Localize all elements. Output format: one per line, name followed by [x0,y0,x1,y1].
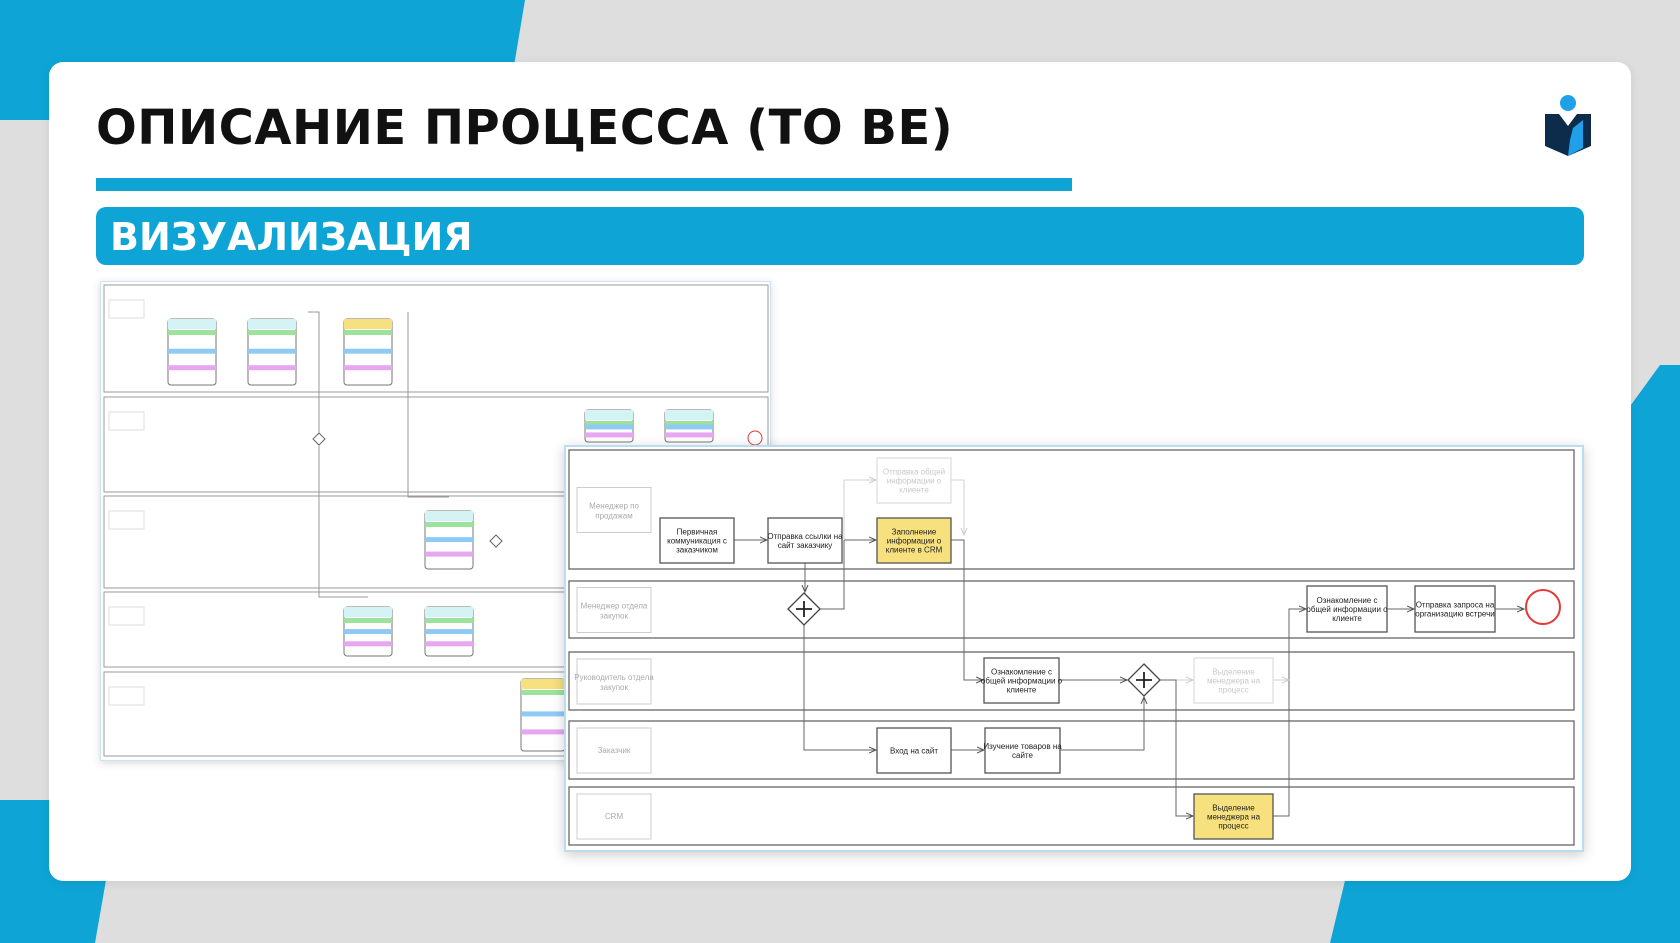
task-label: информации о [887,477,942,486]
task-label: общей информации о [1306,605,1388,614]
company-logo-icon [1545,95,1591,156]
task-label: Отправка ссылки на [767,532,843,541]
task-label: менеджера на [1207,677,1261,686]
title-underline [96,178,1072,191]
lane-label-box [108,606,145,626]
sequence-flow [407,312,449,498]
task-label: сайт заказчику [778,541,833,550]
lane-label-box [576,487,652,533]
page-title: ОПИСАНИЕ ПРОЦЕССА (TO BE) [96,100,954,156]
task-label: коммуникация с [667,537,727,546]
full-process-diagram [103,284,769,757]
sequence-flow [951,479,964,535]
swimlane [568,651,1575,711]
sequence-flow [843,480,876,540]
sequence-flow [1160,679,1193,816]
task-label: Отправка общей [883,468,945,477]
activity-card [343,606,393,657]
swimlane [103,396,769,493]
lane-label-box [108,299,145,319]
parallel-gateway [1127,663,1161,697]
task-label: Выделение [1212,668,1255,677]
sequence-flow [1060,697,1144,751]
task-label: информации о [887,537,942,546]
task-label: клиенте [899,486,929,495]
task-enter-site[interactable]: Вход на сайт [876,727,952,774]
lane-label-box [108,411,145,431]
sequence-flow [318,445,368,598]
activity-card [424,510,474,570]
activity-card [520,678,566,752]
task-label: Ознакомление с [991,668,1052,677]
end-event [747,430,763,446]
section-banner: ВИЗУАЛИЗАЦИЯ [96,207,1584,265]
task-label: Выделение [1212,804,1255,813]
parallel-gateway [787,592,821,626]
parallel-gateway [489,534,503,548]
task-label: клиенте [1332,614,1362,623]
activity-card [424,606,474,657]
lane-label-box [576,793,652,840]
swimlane [568,449,1575,570]
task-label: Вход на сайт [890,747,938,756]
sequence-flow [803,625,876,750]
lane-label: Заказчик [598,746,631,755]
activity-card [343,318,393,386]
activity-card [167,318,217,386]
task-label: менеджера на [1207,813,1261,822]
lane-label-box [576,587,652,633]
lane-label-box [576,658,652,705]
task-label: процесс [1218,822,1248,831]
task-label: заказчиком [676,546,718,555]
sequence-flow [308,311,320,433]
task-label: сайте [1012,751,1033,760]
task-label: Первичная [677,528,718,537]
task-label: клиенте в CRM [886,546,943,555]
task-label: Ознакомление с [1317,596,1378,605]
swimlane [103,284,769,393]
sequence-flow [951,539,983,680]
lane-label: CRM [605,812,624,821]
task-label: Заполнение [892,528,937,537]
task-label: общей информации о [981,677,1063,686]
swimlane [568,786,1575,846]
activity-card [584,409,634,443]
section-title: ВИЗУАЛИЗАЦИЯ [110,215,473,259]
lane-label-box [576,727,652,774]
swimlane [568,720,1575,780]
lane-label-box [108,686,145,706]
task-label: Изучение товаров на [983,742,1062,751]
swimlane [568,580,1575,639]
task-label: Отправка запроса на [1416,601,1495,610]
activity-card [247,318,297,386]
parallel-gateway [312,432,326,446]
activity-card [664,409,714,443]
task-label: процесс [1218,686,1248,695]
lane-label-box [108,510,145,530]
task-label: клиенте [1007,686,1037,695]
sequence-flow [1273,609,1306,817]
end-event [1525,589,1561,625]
task-label: организацию встречи [1415,610,1494,619]
sequence-flow [820,540,876,610]
